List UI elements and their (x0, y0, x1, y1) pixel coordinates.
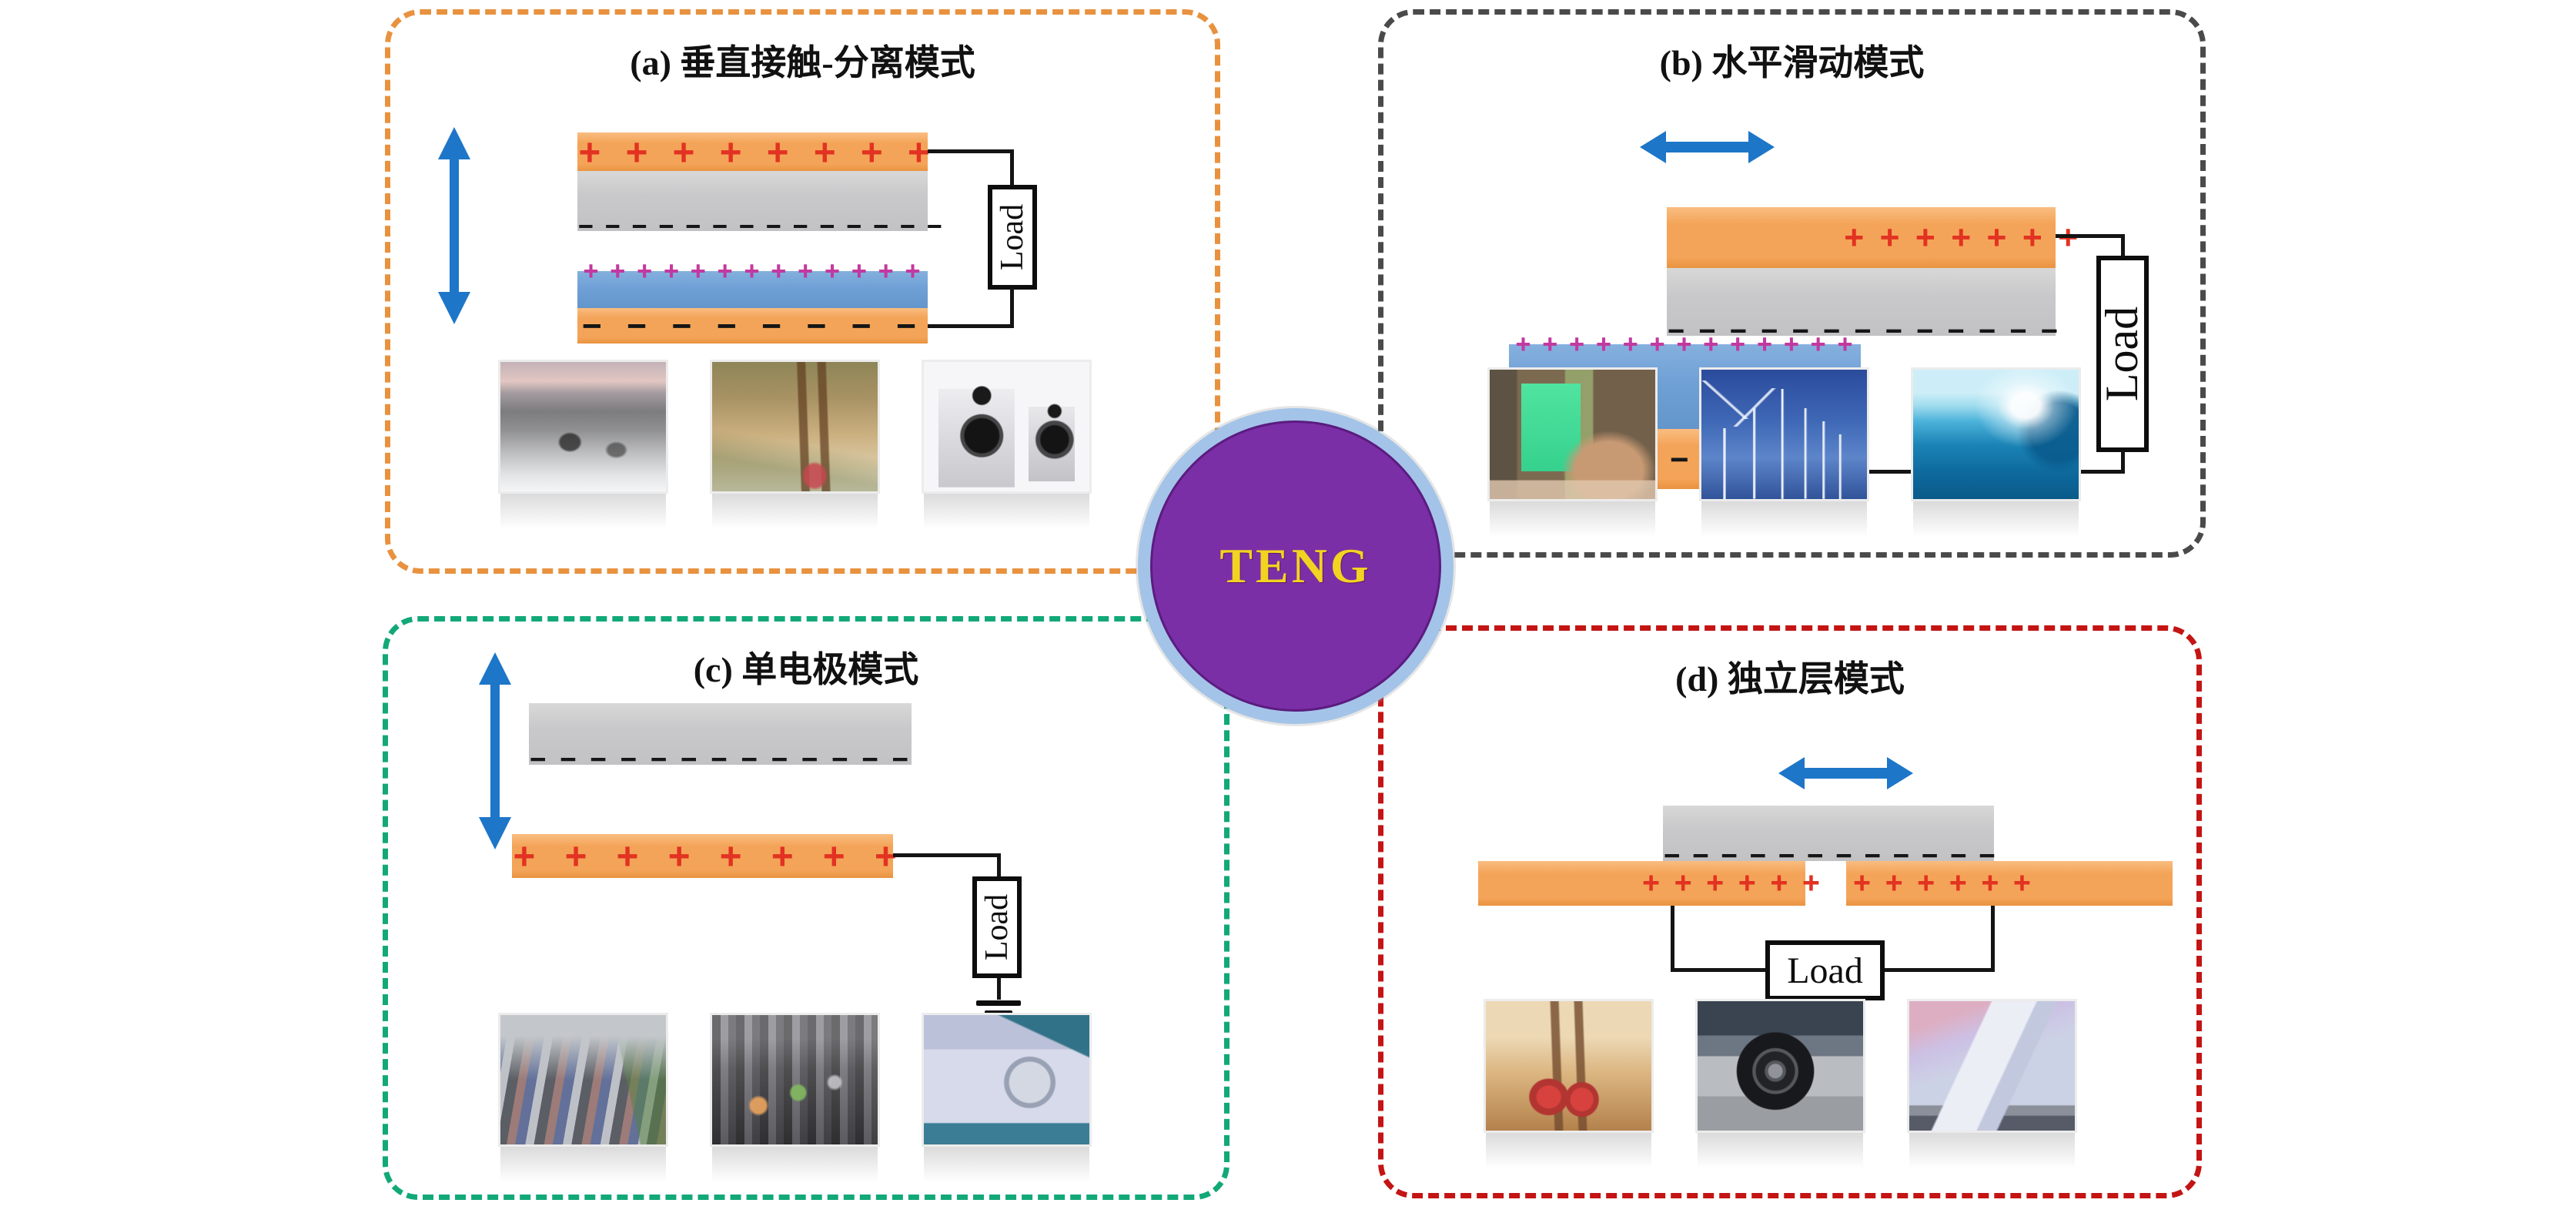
wire (2121, 451, 2125, 474)
top-dielectric-layer: − − − − − − − − − − − − − (1667, 268, 2059, 343)
panel-d-title: (d) 独立层模式 (1675, 659, 1905, 699)
positive-charge-row: + + + + + + (1641, 870, 1824, 897)
freestanding-dielectric-layer: − − − − − − − − − − − − (1663, 806, 1996, 867)
photo-reflection (1698, 1133, 1863, 1168)
load-box: Load (2096, 256, 2149, 452)
vertical-double-arrow-icon (438, 127, 470, 324)
wire (997, 853, 1001, 876)
wire (997, 978, 1001, 1000)
photo-reflection (712, 1147, 878, 1182)
panel-c-title: (c) 单电极模式 (693, 650, 919, 689)
panel-single-electrode: (c) 单电极模式 − − − − − − − − − − − − − + + … (383, 616, 1229, 1200)
photo (500, 362, 666, 491)
photo (1486, 1001, 1651, 1131)
wire (928, 149, 1014, 153)
left-electrode-layer: + + + + + + (1478, 861, 1824, 906)
load-label: Load (995, 203, 1031, 271)
negative-charge-row: − − − − − − − − − − − − − (1667, 317, 2062, 343)
photo-reflection (1701, 501, 1867, 537)
photo-reflection (1486, 1133, 1651, 1168)
wire (893, 853, 1001, 857)
wire (1671, 968, 1767, 972)
horizontal-double-arrow-icon (1778, 757, 1913, 789)
positive-charge-row: + + + + + + + + + + + + + (1514, 333, 1855, 357)
teng-label: TENG (1219, 538, 1372, 593)
ground-icon (985, 1010, 1012, 1016)
dielectric-layer: − − − − − − − − − − − − − (529, 703, 912, 771)
photo (712, 362, 878, 491)
panel-freestanding-layer: (d) 独立层模式 − − − − − − − − − − − − + + + … (1378, 625, 2202, 1198)
top-dielectric-layer: − − − − − − − − − − − − − − (577, 171, 943, 238)
wire (1671, 906, 1674, 972)
photo (1698, 1001, 1863, 1131)
photo-reflection (1913, 501, 2079, 537)
load-label: Load (1787, 950, 1863, 991)
horizontal-double-arrow-icon (1640, 131, 1775, 163)
photo (1490, 370, 1655, 499)
top-electrode-layer: + + + + + + + + (577, 132, 938, 171)
bottom-dielectric-layer: + + + + + + + + + + + + + (577, 260, 928, 308)
top-electrode-layer: + + + + + + + (1667, 207, 2082, 268)
panel-a-title: (a) 垂直接触-分离模式 (630, 43, 975, 82)
load-box: Load (1765, 940, 1885, 1000)
panel-b-title: (b) 水平滑动模式 (1659, 43, 1925, 82)
photo (924, 1015, 1089, 1144)
photo (500, 1015, 666, 1144)
photo (924, 362, 1089, 491)
wire (1991, 906, 1995, 972)
right-electrode-layer: + + + + + + (1846, 861, 2173, 906)
bottom-electrode-layer: − − − − − − − − (577, 308, 928, 343)
photo-reflection (924, 494, 1089, 529)
negative-charge-row: − − − − − − − − − − − − − (529, 746, 912, 772)
positive-charge-row: + + + + + + + + + + + + + (582, 260, 923, 283)
photo-reflection (1490, 501, 1655, 537)
wire (1010, 288, 1014, 328)
wire (928, 324, 1014, 328)
photo-reflection (1909, 1133, 2075, 1168)
photo-reflection (500, 494, 666, 529)
wire (1010, 149, 1014, 186)
photo-reflection (712, 494, 878, 529)
load-label: Load (979, 893, 1015, 961)
positive-charge-row: + + + + + + + (1843, 222, 2082, 253)
load-box: Load (988, 185, 1037, 290)
panel-lateral-sliding: (b) 水平滑动模式 + + + + + + + − − − − − − − −… (1378, 9, 2206, 558)
positive-charge-row: + + + + + + + + (512, 839, 907, 873)
photo (1909, 1001, 2075, 1131)
wire (2121, 234, 2125, 257)
load-label: Load (2096, 306, 2148, 402)
wire (2056, 234, 2125, 238)
teng-center-circle: TENG (1138, 408, 1454, 724)
vertical-double-arrow-icon (479, 652, 511, 849)
photo (1701, 370, 1867, 499)
photo (712, 1015, 878, 1144)
negative-charge-row: − − − − − − − − − − − − − − (577, 215, 945, 238)
wire (1885, 968, 1995, 972)
photo-reflection (500, 1147, 666, 1182)
ground-icon (976, 1000, 1021, 1006)
photo-reflection (924, 1147, 1089, 1182)
load-box: Load (972, 876, 1022, 978)
photo (1913, 370, 2079, 499)
negative-charge-row: − − − − − − − − (580, 310, 925, 342)
electrode-layer: + + + + + + + + (512, 834, 907, 878)
positive-charge-row: + + + + + + (1852, 870, 2035, 897)
panel-vertical-contact-separation: (a) 垂直接触-分离模式 + + + + + + + + − − − − − … (385, 9, 1220, 574)
positive-charge-row: + + + + + + + + (577, 135, 938, 169)
